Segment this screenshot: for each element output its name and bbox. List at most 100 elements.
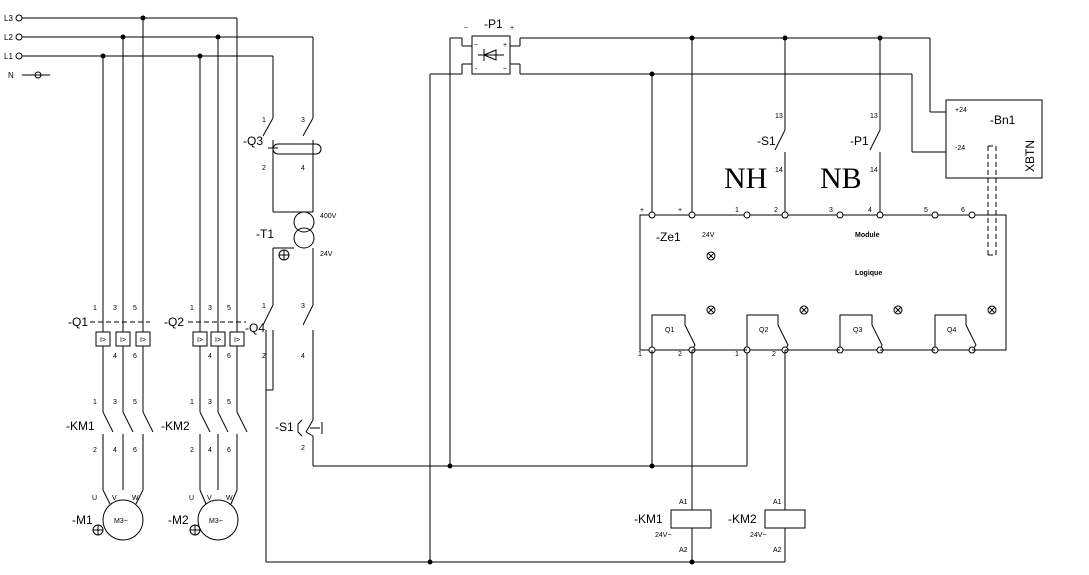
label-output-q3: Q3 [853,327,862,334]
svg-text:2: 2 [678,351,682,358]
svg-text:M3~: M3~ [209,518,223,525]
label-t1: -T1 [256,227,274,241]
transformer-t1 [272,211,315,305]
indicator-lamp [799,305,809,315]
svg-text:3: 3 [829,207,833,214]
label-ze1-voltage: 24V [702,232,715,239]
label-l2: L2 [4,33,13,42]
svg-text:V: V [207,495,212,502]
label-p1-rectifier: -P1 [484,17,503,31]
indicator-lamp [987,305,997,315]
label-m2: -M2 [168,513,189,527]
svg-text:~: ~ [464,25,468,32]
svg-text:W: W [226,495,233,502]
svg-text:2: 2 [774,207,778,214]
svg-text:1: 1 [190,399,194,406]
contactor-km1-poles [102,400,154,490]
label-l3: L3 [4,14,13,23]
control-wiring [266,37,785,565]
svg-text:A2: A2 [679,547,688,554]
breaker-q2: I> I> I> [188,305,246,400]
output-relay-q2 [743,314,789,354]
label-bn1-plus: +24 [955,107,967,114]
label-s1: -S1 [275,420,294,434]
svg-text:2: 2 [262,165,266,172]
motor-branch-1: I> I> I> -Q1 1 3 5 4 6 -KM1 1 3 5 [66,18,154,541]
svg-text:4: 4 [208,353,212,360]
svg-text:+: + [503,42,507,49]
svg-text:1: 1 [735,207,739,214]
svg-text:5: 5 [924,207,928,214]
svg-text:3: 3 [208,305,212,312]
svg-text:4: 4 [868,207,872,214]
label-m1: -M1 [72,513,93,527]
label-logique: Logique [855,270,882,277]
panel-button-p1 [869,38,881,215]
breaker-q3 [262,117,322,212]
svg-text:6: 6 [133,353,137,360]
display-bn1 [945,99,1043,256]
label-xbtn: XBTN [1023,140,1037,172]
label-km2: -KM2 [161,419,190,433]
svg-text:3: 3 [301,117,305,124]
svg-text:4: 4 [113,353,117,360]
motor-m1: M3~ [92,489,144,541]
svg-text:-: - [475,66,478,73]
output-relay-q4 [931,314,977,354]
label-q4: -Q4 [245,321,265,335]
svg-text:1: 1 [262,117,266,124]
svg-text:2: 2 [772,351,776,358]
svg-text:I>: I> [120,337,126,344]
terminal-l3 [15,14,23,22]
terminal-l2 [15,33,23,41]
svg-text:1: 1 [93,305,97,312]
output-relay-q1 [648,314,696,354]
coil-km1 [670,350,712,562]
svg-text:4: 4 [301,353,305,360]
svg-text:A2: A2 [773,547,782,554]
svg-text:~: ~ [474,42,478,49]
motor-m2: M3~ [189,489,239,541]
svg-text:5: 5 [133,305,137,312]
label-t1-secondary: 24V [320,251,333,258]
svg-text:3: 3 [208,399,212,406]
svg-text:V: V [112,495,117,502]
svg-text:4: 4 [208,447,212,454]
label-nb: NB [820,162,862,195]
breaker-q1: I> I> I> [90,305,151,400]
control-supply: -Q3 1 3 2 4 -T1 400V 24V - [243,37,337,562]
svg-text:5: 5 [133,399,137,406]
svg-text:I>: I> [197,337,203,344]
svg-text:+: + [678,207,682,214]
svg-text:5: 5 [227,399,231,406]
svg-text:14: 14 [775,167,783,174]
contactor-km2-poles [199,400,248,490]
label-n: N [8,71,14,80]
label-q2: -Q2 [164,315,184,329]
label-output-q2: Q2 [759,327,768,334]
svg-text:1: 1 [93,399,97,406]
svg-text:13: 13 [870,113,878,120]
svg-text:+: + [510,25,514,32]
panel-button-s1 [774,38,786,215]
label-km1-coil: -KM1 [634,512,663,526]
svg-text:1: 1 [190,305,194,312]
switch-s1 [297,419,323,466]
svg-text:3: 3 [113,305,117,312]
svg-text:6: 6 [227,353,231,360]
coil-km2 [764,350,806,562]
svg-text:I>: I> [234,337,240,344]
svg-text:14: 14 [870,167,878,174]
svg-text:13: 13 [775,113,783,120]
terminal-n [34,71,42,79]
svg-text:I>: I> [215,337,221,344]
svg-text:I>: I> [100,337,106,344]
svg-text:5: 5 [227,305,231,312]
label-ze1: -Ze1 [656,230,681,244]
svg-text:M3~: M3~ [114,518,128,525]
label-t1-primary: 400V [320,213,337,220]
supply-rails: L3 L2 L1 N [4,14,313,80]
label-q3: -Q3 [243,134,263,148]
svg-text:1: 1 [735,351,739,358]
svg-text:2: 2 [262,353,266,360]
